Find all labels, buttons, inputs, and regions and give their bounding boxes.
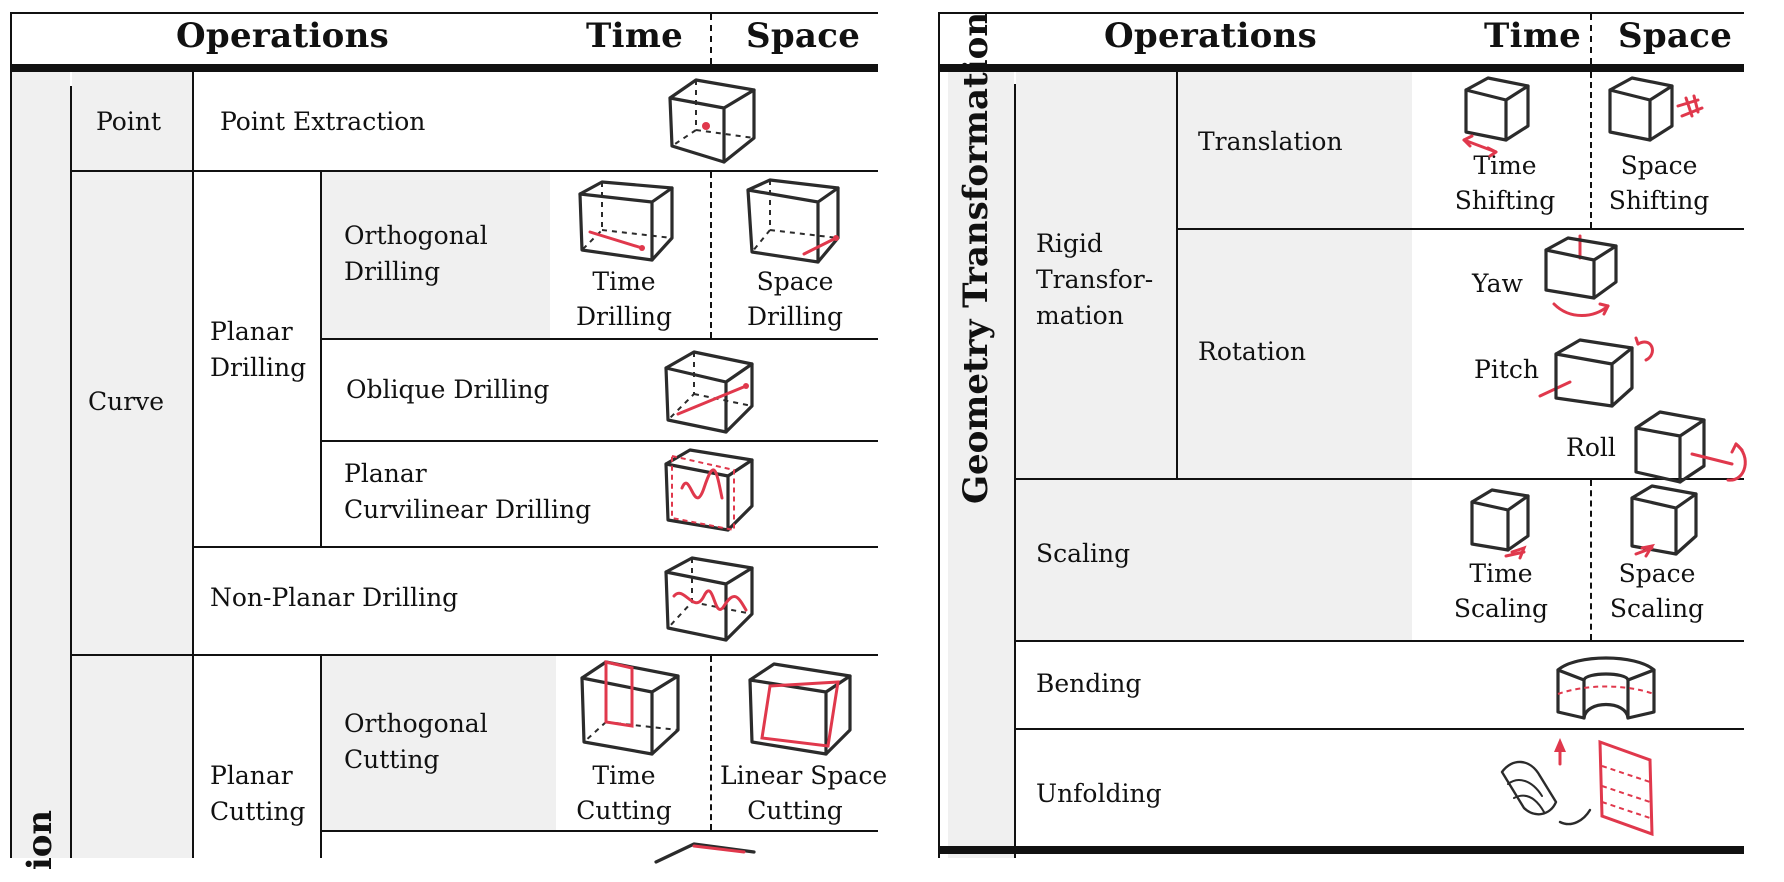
point-extraction-label: Point Extraction <box>220 107 426 136</box>
orthogonal-drilling-cell <box>322 172 550 338</box>
bending-label: Bending <box>1036 669 1142 698</box>
roll-rotation-cube-icon <box>1634 410 1747 484</box>
time-scaling-cube-icon <box>1470 488 1530 560</box>
left-header-operations: Operations <box>176 16 390 56</box>
left-header-space: Space <box>746 16 861 56</box>
scaling-label: Scaling <box>1036 539 1131 568</box>
rotation-label: Rotation <box>1198 337 1307 366</box>
non-planar-drilling-label: Non-Planar Drilling <box>210 583 459 612</box>
left-side-band <box>12 72 70 858</box>
point-extraction-cube-icon <box>668 78 756 164</box>
yaw-label: Yaw <box>1472 269 1523 298</box>
orthogonal-cutting-cell <box>322 656 556 832</box>
oblique-drilling-label: Oblique Drilling <box>346 375 550 404</box>
bending-icon <box>1556 656 1656 720</box>
oblique-drilling-cube-icon <box>664 350 754 434</box>
linear-space-cutting-cube-icon <box>748 662 852 756</box>
right-header-operations: Operations <box>1104 16 1318 56</box>
geometry-transformation-label: Geometry Transformation <box>956 11 996 504</box>
space-drilling-cube-icon <box>746 178 840 264</box>
planar-curvilinear-drilling-cube-icon <box>664 448 754 532</box>
unfolding-icon <box>1500 738 1654 837</box>
time-drilling-cube-icon <box>578 180 674 262</box>
right-header-time: Time <box>1484 16 1582 56</box>
roll-label: Roll <box>1566 433 1616 462</box>
unfolding-label: Unfolding <box>1036 779 1162 808</box>
rotation-cell <box>1178 230 1412 478</box>
time-shifting-cube-icon <box>1462 76 1530 158</box>
right-side-band <box>948 72 1014 858</box>
space-scaling-cube-icon <box>1630 484 1698 558</box>
pitch-label: Pitch <box>1474 355 1539 384</box>
translation-cell <box>1178 72 1412 228</box>
curve-cell <box>72 172 192 654</box>
point-label: Point <box>96 107 162 136</box>
space-shifting-cube-icon <box>1608 76 1704 142</box>
bottom-group-cell <box>72 656 192 858</box>
yaw-rotation-cube-icon <box>1544 234 1618 317</box>
translation-label: Translation <box>1198 127 1343 156</box>
non-planar-drilling-cube-icon <box>664 556 754 642</box>
left-header-time: Time <box>586 16 684 56</box>
point-cell <box>72 72 192 170</box>
right-header-space: Space <box>1618 16 1733 56</box>
left-side-label: ion <box>20 809 60 871</box>
scaling-cell <box>1016 480 1412 640</box>
rigid-transformation-cell <box>1016 72 1176 478</box>
time-cutting-cube-icon <box>580 660 680 756</box>
curve-label: Curve <box>88 387 165 416</box>
bottom-cut-cube-icon <box>654 842 756 864</box>
pitch-rotation-cube-icon <box>1538 336 1654 408</box>
